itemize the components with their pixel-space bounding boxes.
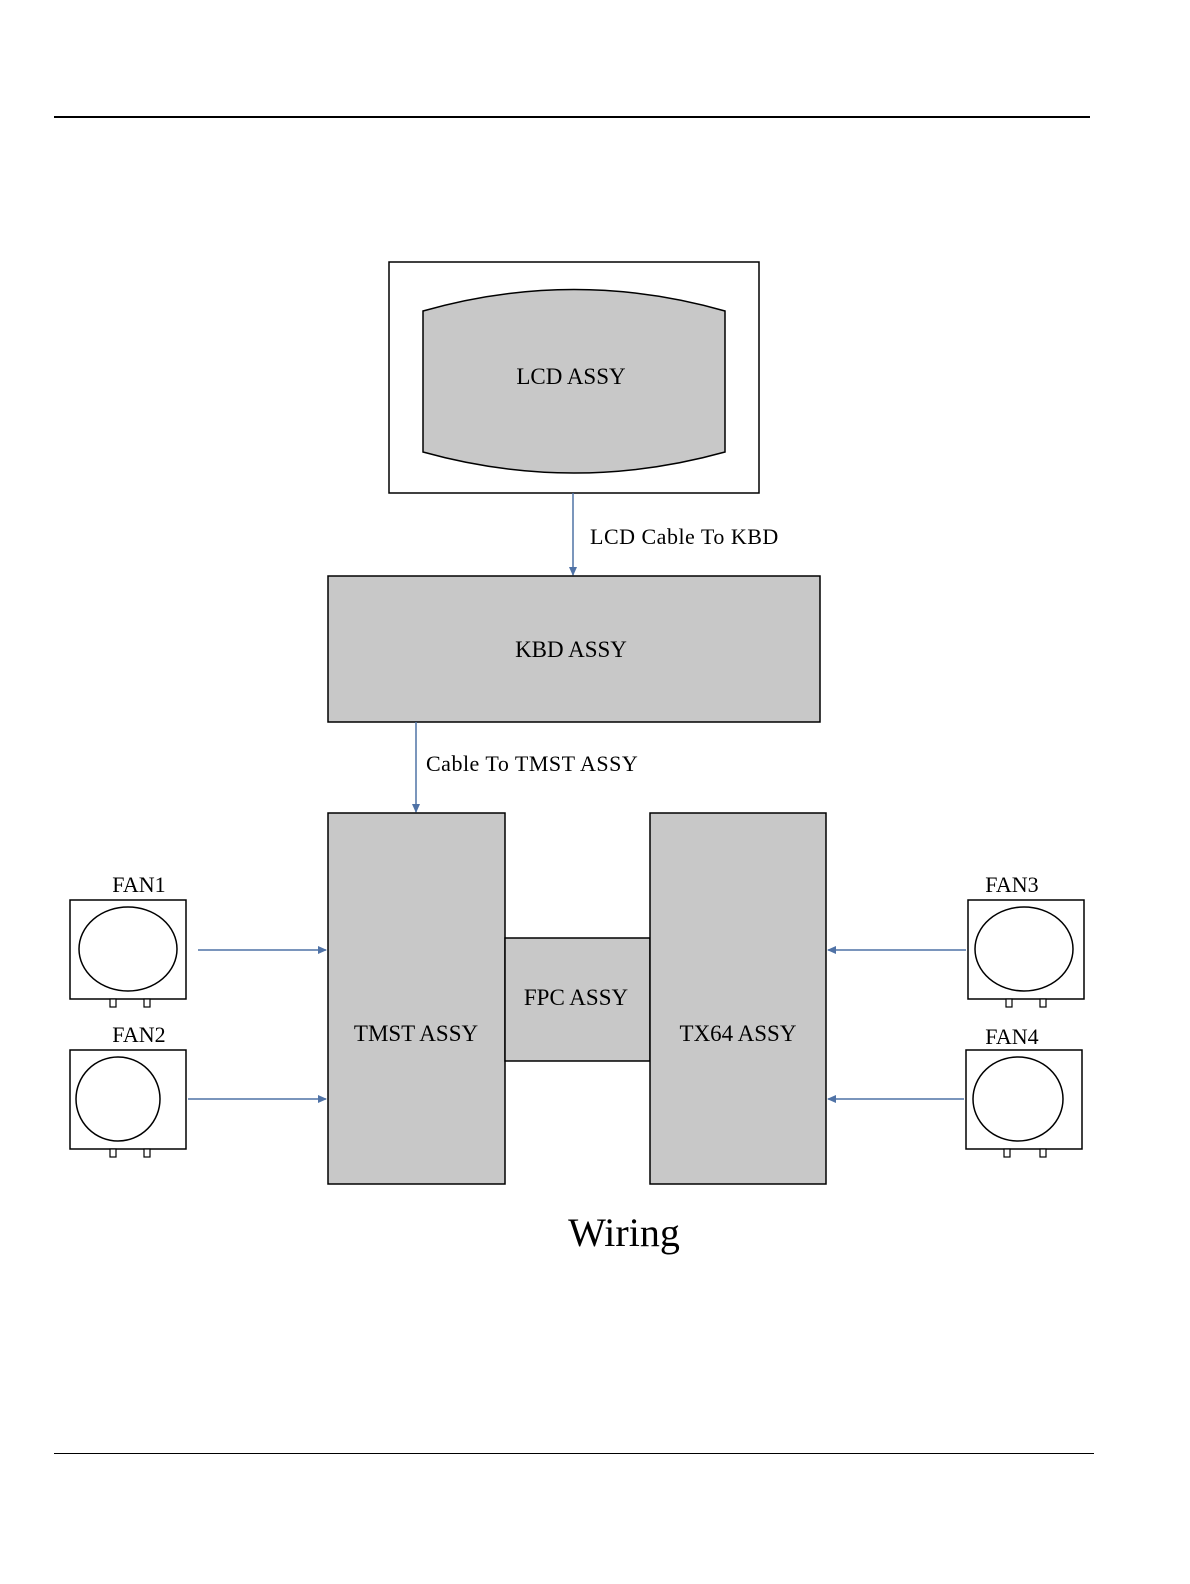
fan-1-pin (144, 999, 150, 1007)
fan-4-rotor (973, 1057, 1063, 1141)
fpc-label: FPC ASSY (524, 985, 629, 1010)
tmst-box (328, 813, 505, 1184)
fan-1-rotor (79, 907, 177, 991)
fan-2: FAN2 (70, 1022, 326, 1157)
tx64-box (650, 813, 826, 1184)
diagram-caption: Wiring (568, 1210, 680, 1255)
fan-1: FAN1 (70, 872, 326, 1007)
kbd-label: KBD ASSY (515, 637, 627, 662)
kbd-to-tmst-connector: Cable To TMST ASSY (416, 722, 638, 812)
tmst-label: TMST ASSY (354, 1021, 479, 1046)
fan-4-pin (1040, 1149, 1046, 1157)
lcd-assembly: LCD ASSY (389, 262, 759, 493)
lcd-cable-label: LCD Cable To KBD (590, 524, 779, 549)
fan-4-label: FAN4 (985, 1024, 1038, 1049)
fan-3-label: FAN3 (985, 872, 1038, 897)
tmst-assembly: TMST ASSY (328, 813, 505, 1184)
fan-1-label: FAN1 (112, 872, 165, 897)
tx64-assembly: TX64 ASSY (650, 813, 826, 1184)
kbd-assembly: KBD ASSY (328, 576, 820, 722)
fan-2-pin (110, 1149, 116, 1157)
fpc-assembly: FPC ASSY (505, 938, 650, 1061)
fan-2-pin (144, 1149, 150, 1157)
fan-4: FAN4 (828, 1024, 1082, 1157)
footer-rule (54, 1453, 1094, 1454)
tx64-label: TX64 ASSY (680, 1021, 797, 1046)
fan-2-rotor (76, 1057, 160, 1141)
fan-4-pin (1004, 1149, 1010, 1157)
fan-2-label: FAN2 (112, 1022, 165, 1047)
fan-3-pin (1006, 999, 1012, 1007)
fan-3: FAN3 (828, 872, 1084, 1007)
tmst-cable-label: Cable To TMST ASSY (426, 751, 638, 776)
lcd-label: LCD ASSY (516, 364, 626, 389)
fan-3-pin (1040, 999, 1046, 1007)
fan-3-rotor (975, 907, 1073, 991)
lcd-to-kbd-connector: LCD Cable To KBD (573, 493, 779, 575)
fan-1-pin (110, 999, 116, 1007)
